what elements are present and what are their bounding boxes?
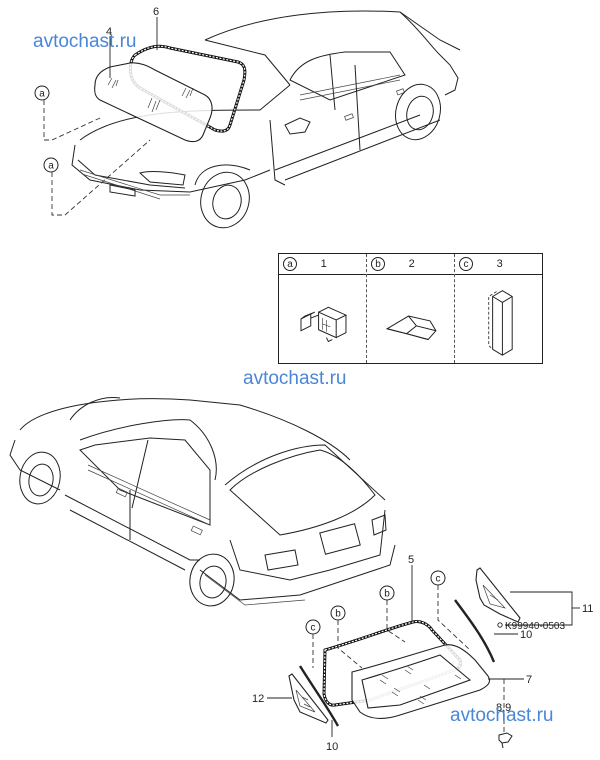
watermark-middle: avtochast.ru [243,368,347,389]
callout-10-left: 10 [326,741,338,753]
legend-cell-c: c 3 [455,254,542,363]
leader-b-right [386,600,406,643]
part-number-label: K99940-0503 [505,621,565,632]
leader-b-left [337,620,363,669]
molding-left[interactable] [298,665,340,727]
marker-c-left: c [305,619,321,635]
back-glass[interactable] [351,644,491,719]
legend-letter-a: a [283,257,297,271]
marker-a-upper: a [34,85,50,101]
legend-letter-b: b [371,257,385,271]
quarter-glass-left[interactable] [288,673,329,724]
callout-10-right: 10 [520,629,532,641]
callout-7: 7 [526,674,532,686]
legend-letter-c: c [459,257,473,271]
screw-icon [497,622,503,628]
block-spacer-icon [488,290,513,356]
legend-number-3: 3 [496,258,503,270]
legend-cell-b: b 2 [367,254,455,363]
marker-a-lower: a [43,157,59,173]
svg-text:b: b [384,589,390,600]
marker-c-right: c [430,570,446,586]
svg-text:b: b [335,609,341,620]
hatchback-rear-illustration [9,396,396,607]
svg-text:a: a [48,161,54,172]
wedge-spacer-icon [385,315,437,341]
spacer-legend-table: a 1 b 2 [278,253,543,364]
callout-5: 5 [408,554,414,566]
svg-text:c: c [311,623,316,634]
callout-8-9: 8,9 [496,702,511,714]
leader-11-bracket [505,591,573,626]
marker-b-left: b [330,605,346,621]
legend-number-1: 1 [320,258,327,270]
leader-a-upper [43,100,101,141]
watermark-top: avtochast.ru [33,31,137,52]
legend-number-2: 2 [408,258,415,270]
callout-6: 6 [153,6,159,18]
windshield-glass[interactable] [94,62,213,143]
leader-c-right [437,585,471,651]
quarter-glass-right[interactable] [475,567,521,623]
callout-11: 11 [582,603,593,615]
marker-b-right: b [379,585,395,601]
svg-text:c: c [436,574,441,585]
callout-4: 4 [106,26,113,38]
svg-text:a: a [39,89,45,100]
legend-cell-a: a 1 [279,254,367,363]
watermark-bottom: avtochast.ru [450,705,554,726]
sedan-front-illustration [71,10,461,229]
leader-a-lower [51,139,151,216]
molding-right[interactable] [454,599,496,663]
clip-fastener[interactable] [498,732,513,749]
callout-12: 12 [252,693,264,705]
clip-bracket-icon [300,306,348,343]
